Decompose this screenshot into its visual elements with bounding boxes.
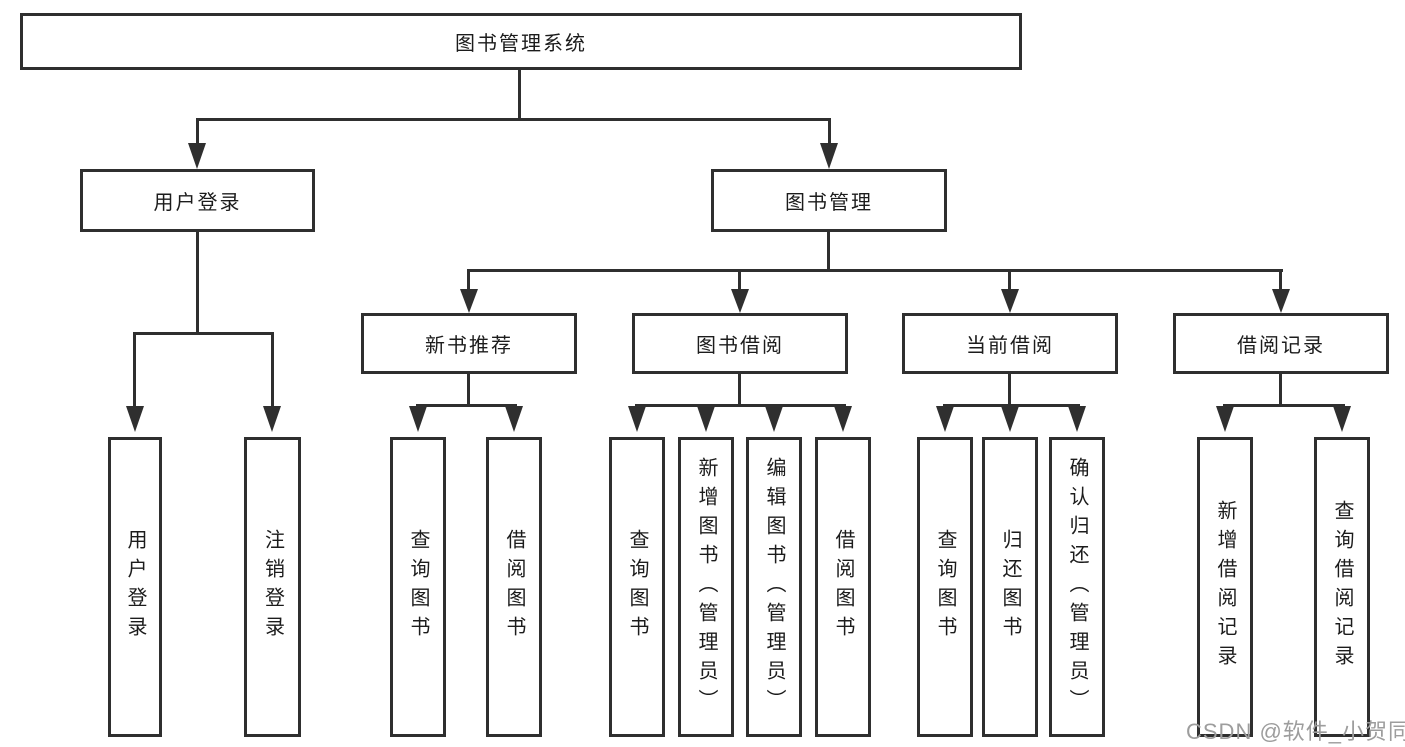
node-label: 用户登录 bbox=[124, 529, 146, 645]
node-label: 新增借阅记录 bbox=[1214, 500, 1236, 674]
connector-line bbox=[467, 269, 470, 291]
arrow-down-icon bbox=[820, 143, 838, 169]
connector-line bbox=[1008, 374, 1011, 407]
watermark: CSDN @软件_小贺同学 bbox=[1186, 719, 1405, 744]
connector-line bbox=[828, 118, 831, 146]
node-confirm-return-admin: 确认归还（管理员） bbox=[1049, 437, 1105, 737]
arrow-down-icon bbox=[460, 289, 478, 313]
arrow-down-icon bbox=[263, 406, 281, 432]
node-query-books-2: 查询图书 bbox=[609, 437, 665, 737]
node-label: 图书借阅 bbox=[696, 335, 784, 357]
connector-line bbox=[467, 374, 470, 407]
node-label: 图书管理 bbox=[785, 192, 873, 214]
connector-line bbox=[271, 332, 274, 408]
connector-line bbox=[518, 70, 521, 121]
arrow-down-icon bbox=[628, 406, 646, 432]
arrow-down-icon bbox=[936, 406, 954, 432]
connector-line bbox=[1008, 269, 1011, 291]
node-label: 当前借阅 bbox=[966, 335, 1054, 357]
connector-line bbox=[1279, 374, 1282, 407]
arrow-down-icon bbox=[1333, 406, 1351, 432]
node-query-books-3: 查询图书 bbox=[917, 437, 973, 737]
node-label: 借阅图书 bbox=[503, 529, 525, 645]
node-label: 查询图书 bbox=[407, 529, 429, 645]
node-label: 归还图书 bbox=[999, 529, 1021, 645]
node-label: 用户登录 bbox=[153, 192, 242, 214]
node-label: 借阅记录 bbox=[1237, 335, 1325, 357]
connector-line bbox=[1279, 269, 1282, 291]
node-query-books: 查询图书 bbox=[390, 437, 446, 737]
node-query-borrow-record: 查询借阅记录 bbox=[1314, 437, 1370, 737]
node-book-borrowing: 图书借阅 bbox=[632, 313, 848, 374]
node-label: 新书推荐 bbox=[425, 335, 513, 357]
connector-line bbox=[196, 118, 199, 146]
arrow-down-icon bbox=[126, 406, 144, 432]
connector-line bbox=[133, 332, 136, 408]
connector-line bbox=[133, 332, 274, 335]
node-edit-books-admin: 编辑图书（管理员） bbox=[746, 437, 802, 737]
arrow-down-icon bbox=[505, 406, 523, 432]
arrow-down-icon bbox=[409, 406, 427, 432]
connector-line bbox=[196, 232, 199, 335]
node-label: 确认归还（管理员） bbox=[1066, 456, 1088, 718]
node-book-management: 图书管理 bbox=[711, 169, 947, 232]
node-label: 查询借阅记录 bbox=[1331, 500, 1353, 674]
node-add-borrow-record: 新增借阅记录 bbox=[1197, 437, 1253, 737]
arrow-down-icon bbox=[1001, 406, 1019, 432]
node-borrow-books: 借阅图书 bbox=[486, 437, 542, 737]
connector-line bbox=[1223, 404, 1345, 407]
node-user-login-leaf: 用户登录 bbox=[108, 437, 162, 737]
node-user-login: 用户登录 bbox=[80, 169, 315, 232]
node-label: 借阅图书 bbox=[832, 529, 854, 645]
connector-line bbox=[738, 269, 741, 291]
connector-line bbox=[943, 404, 1080, 407]
arrow-down-icon bbox=[1068, 406, 1086, 432]
arrow-down-icon bbox=[1001, 289, 1019, 313]
node-label: 查询图书 bbox=[626, 529, 648, 645]
arrow-down-icon bbox=[697, 406, 715, 432]
node-current-borrowing: 当前借阅 bbox=[902, 313, 1118, 374]
arrow-down-icon bbox=[731, 289, 749, 313]
connector-line bbox=[196, 118, 831, 121]
arrow-down-icon bbox=[834, 406, 852, 432]
node-add-books-admin: 新增图书（管理员） bbox=[678, 437, 734, 737]
node-label: 查询图书 bbox=[934, 529, 956, 645]
node-return-books: 归还图书 bbox=[982, 437, 1038, 737]
node-library-management-system: 图书管理系统 bbox=[20, 13, 1022, 70]
connector-line bbox=[416, 404, 517, 407]
connector-line bbox=[827, 232, 830, 272]
connector-line bbox=[635, 404, 846, 407]
connector-line bbox=[467, 269, 1283, 272]
arrow-down-icon bbox=[1216, 406, 1234, 432]
arrow-down-icon bbox=[188, 143, 206, 169]
node-new-book-recommendation: 新书推荐 bbox=[361, 313, 577, 374]
node-label: 新增图书（管理员） bbox=[695, 456, 717, 718]
connector-line bbox=[738, 374, 741, 407]
arrow-down-icon bbox=[1272, 289, 1290, 313]
node-borrow-books-2: 借阅图书 bbox=[815, 437, 871, 737]
node-borrowing-records: 借阅记录 bbox=[1173, 313, 1389, 374]
node-label: 编辑图书（管理员） bbox=[763, 456, 785, 718]
node-label: 注销登录 bbox=[261, 529, 284, 645]
node-logout-leaf: 注销登录 bbox=[244, 437, 301, 737]
node-label: 图书管理系统 bbox=[455, 33, 587, 55]
arrow-down-icon bbox=[765, 406, 783, 432]
